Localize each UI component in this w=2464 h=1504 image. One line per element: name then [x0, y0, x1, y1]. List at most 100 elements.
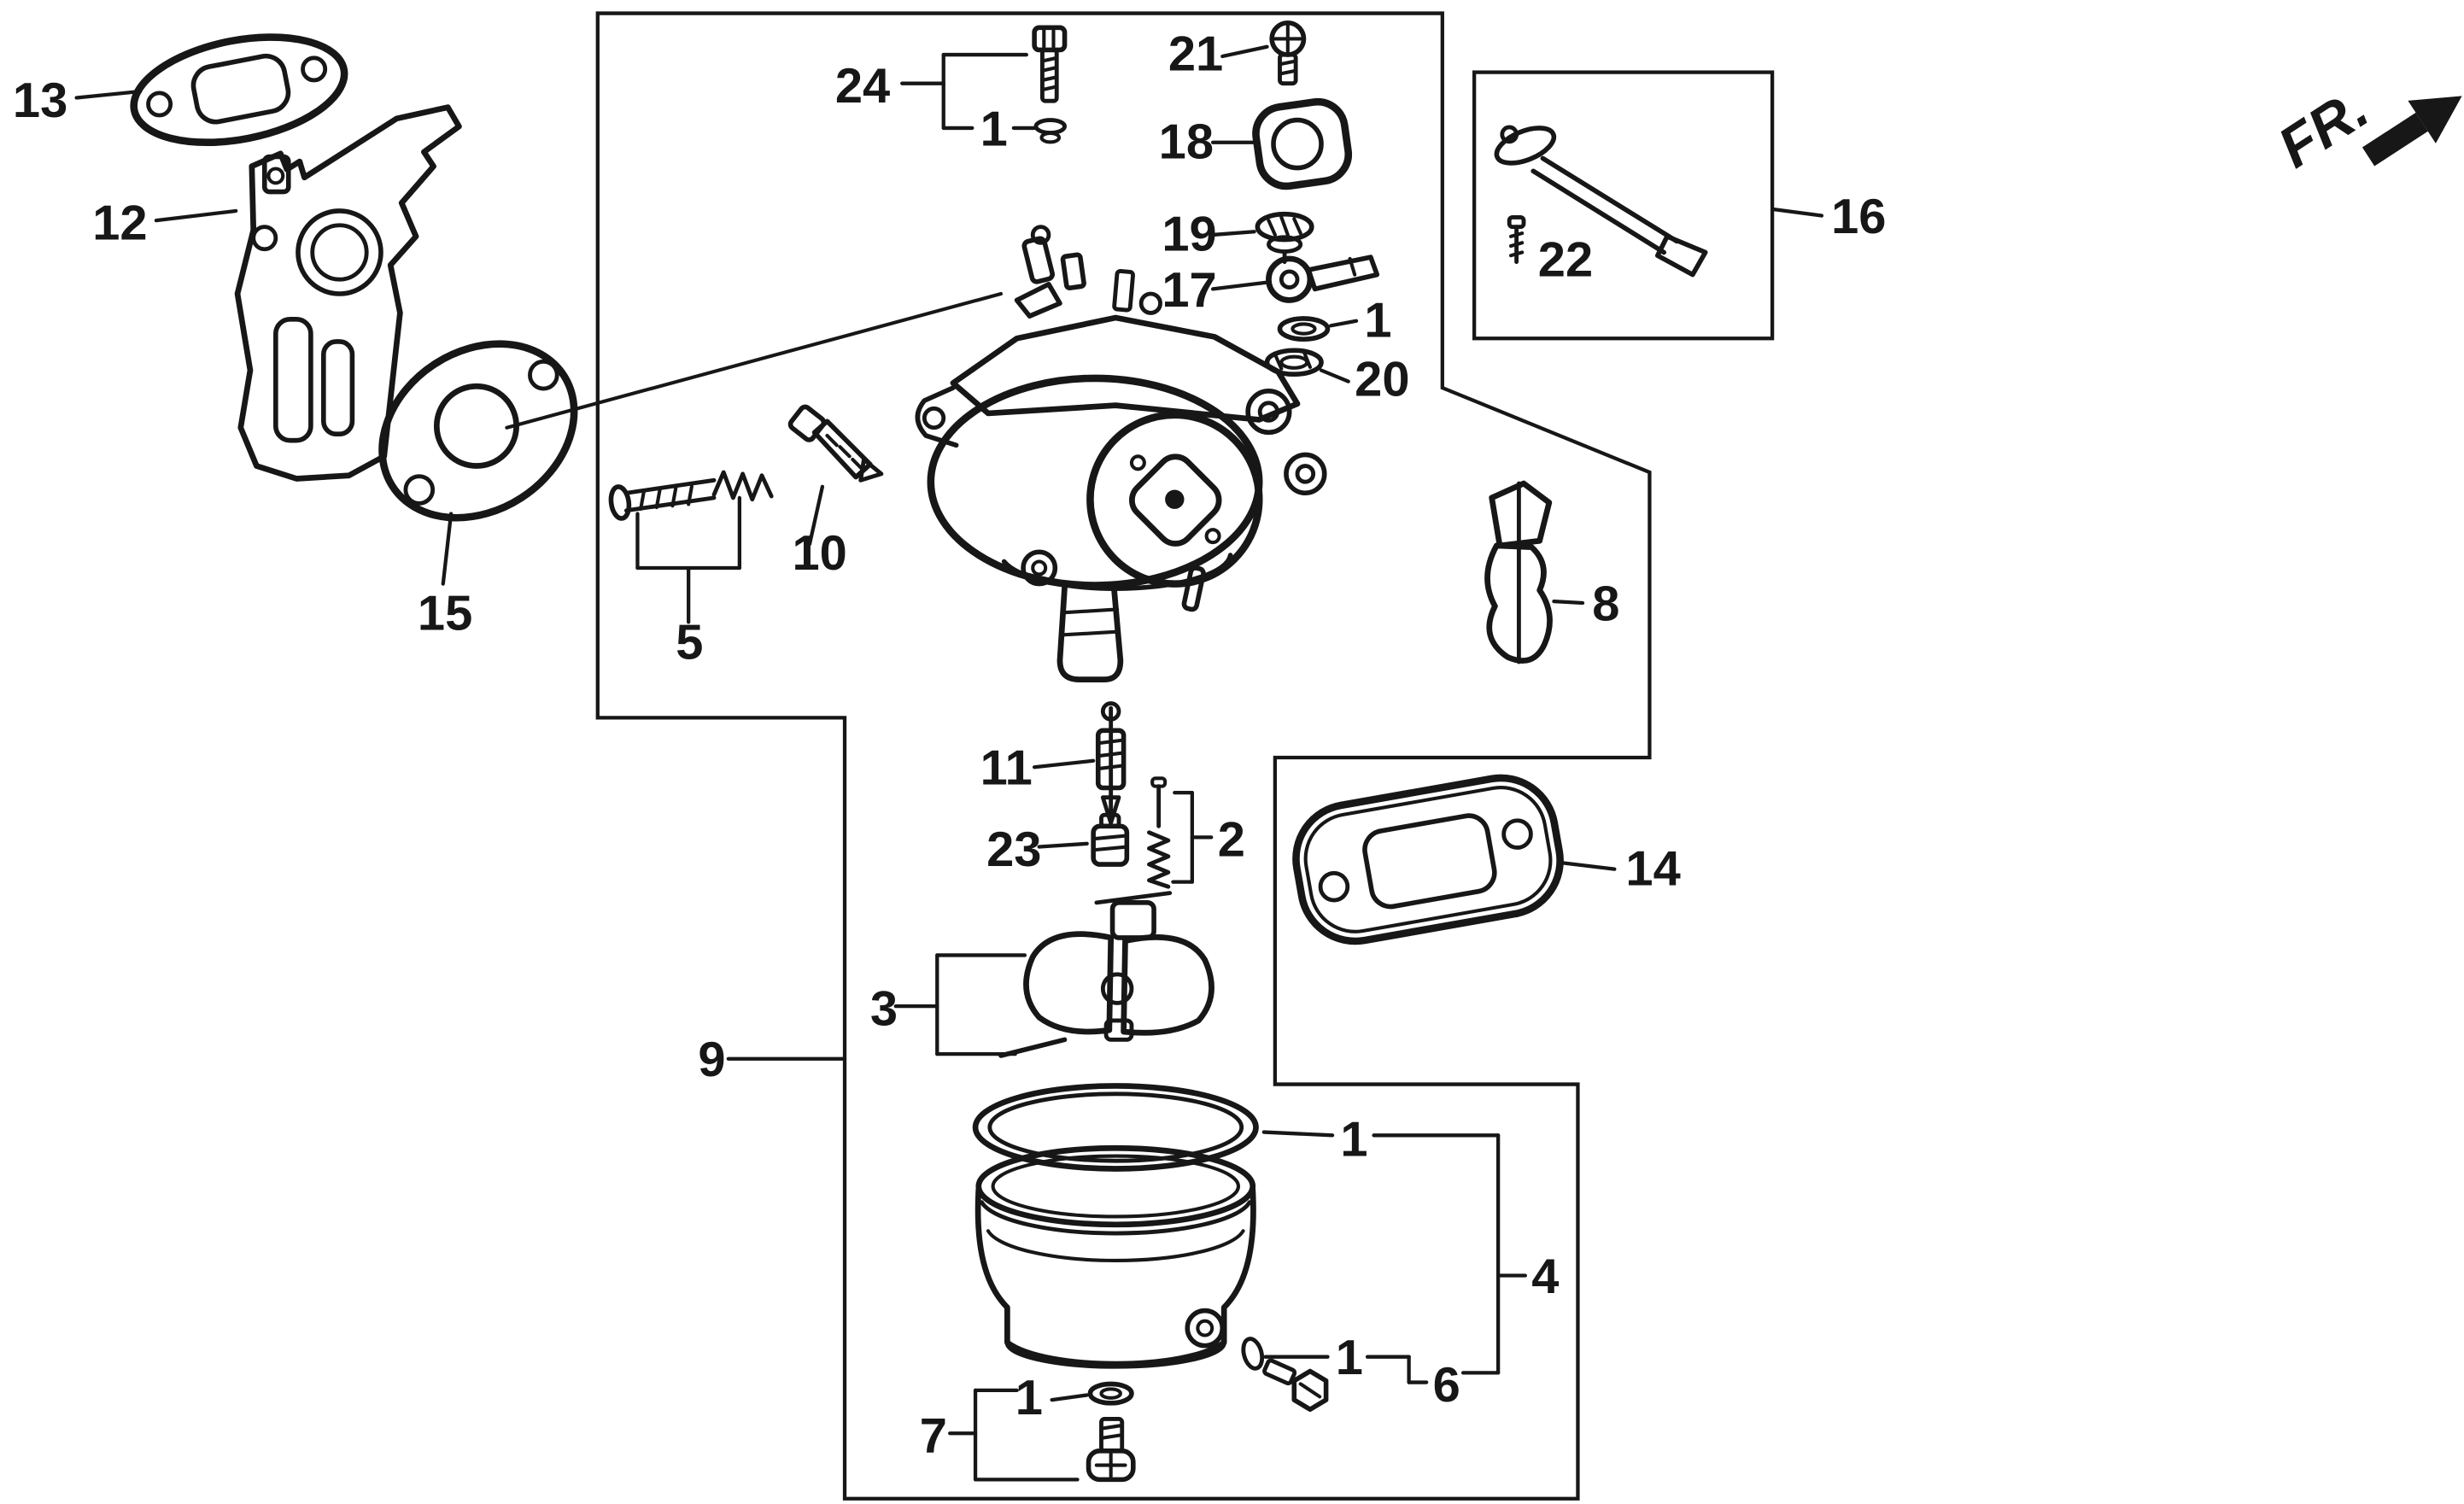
lower-boss-inner [1031, 559, 1048, 576]
stem-top [1100, 701, 1121, 722]
slot [273, 317, 313, 443]
leader-16 [1771, 207, 1824, 218]
spring [711, 470, 774, 502]
lower-boss [1021, 549, 1058, 587]
valve-sleeve [1095, 728, 1127, 791]
sleeve-hatch [1096, 738, 1126, 746]
sleeve-hatch [1096, 751, 1126, 758]
fr-direction-marker: FR. [2268, 76, 2462, 180]
callout-14: 14 [1625, 841, 1680, 896]
lever-hub-hole [1279, 269, 1300, 290]
rim-outer [975, 1144, 1256, 1228]
spigot-hatch [1062, 607, 1120, 615]
thread [1099, 1433, 1124, 1440]
leader-10 [807, 484, 825, 547]
callout-7: 7 [920, 1409, 947, 1464]
plate-18 [1252, 97, 1353, 190]
callout-23: 23 [986, 822, 1041, 877]
arm-notch [1348, 256, 1357, 277]
screw-10 [787, 404, 884, 483]
callout-21: 21 [1168, 27, 1223, 82]
leader-1-gasket [1261, 1130, 1335, 1138]
valve-set-8 [1484, 480, 1553, 664]
jet [1112, 269, 1135, 313]
bracket-4 [1372, 1133, 1528, 1375]
callout-17: 17 [1162, 263, 1216, 318]
washer [1241, 1337, 1265, 1371]
thread [1509, 231, 1525, 238]
spring [1147, 830, 1171, 889]
washer-1-lever [1277, 316, 1331, 342]
thread [1099, 1423, 1124, 1431]
bracket-2 [1171, 790, 1214, 884]
thread [838, 445, 852, 459]
callout-10: 10 [792, 526, 846, 581]
insulator-15 [378, 340, 578, 522]
callout-15: 15 [418, 587, 472, 641]
bolt-hole [301, 56, 328, 83]
leader-11 [1032, 758, 1096, 770]
lever-hub [1266, 255, 1314, 303]
washer-outer [1277, 316, 1331, 342]
leader-17 [1210, 280, 1267, 291]
callout-1-under-24: 1 [980, 102, 1008, 156]
seal-hatch [1267, 219, 1277, 237]
gasket-outline [130, 33, 348, 147]
callout-1-bolt: 1 [1015, 1371, 1043, 1425]
thread [1509, 250, 1525, 258]
callout-20: 20 [1355, 352, 1409, 407]
float-lobe-right [1121, 934, 1214, 1036]
ring-hatch [1273, 352, 1284, 371]
rod-edge [1530, 168, 1667, 255]
jet-head [1138, 291, 1162, 315]
screw-21 [1269, 20, 1307, 86]
venturi-port [1129, 454, 1222, 547]
valve-tip [1100, 795, 1121, 825]
left-hole [922, 406, 946, 430]
callout-4: 4 [1531, 1249, 1559, 1304]
drain-boss-hole [1196, 1319, 1214, 1337]
ring-20 [1264, 348, 1324, 377]
float-chamber-bowl [974, 1144, 1256, 1369]
flange-screw [1204, 528, 1221, 545]
bracket-24 [900, 52, 1037, 131]
lever-17 [1266, 255, 1380, 303]
leader-21 [1220, 44, 1269, 59]
gasket-inner-line [1303, 786, 1553, 933]
bolt-head [1086, 1448, 1136, 1483]
overflow-pin [1181, 565, 1206, 612]
hex-head [1291, 1368, 1329, 1413]
gasket-13 [130, 33, 348, 147]
ear-hole [1284, 452, 1327, 496]
callout-24: 24 [835, 59, 890, 114]
bowl-band [986, 1229, 1245, 1262]
large-hole [296, 208, 383, 296]
callout-19: 19 [1162, 208, 1216, 262]
gasket-outer [972, 1083, 1259, 1172]
float-notch [1100, 972, 1134, 1005]
top-stud [1060, 252, 1086, 290]
washer-small [1039, 131, 1062, 144]
jet-hatch [1092, 845, 1129, 852]
thread [670, 486, 678, 508]
leader-8 [1552, 600, 1585, 606]
callout-1-drain: 1 [1336, 1331, 1363, 1385]
callout-11: 11 [980, 741, 1033, 796]
leader-23 [1037, 841, 1089, 849]
callout-6: 6 [1433, 1358, 1460, 1413]
rod-knob [1500, 125, 1519, 144]
screw-tip [858, 457, 884, 483]
left-protrusion [915, 385, 959, 448]
small-hole [251, 225, 278, 252]
bowl-bottom [1004, 1340, 1226, 1369]
bolt-hole [1318, 870, 1350, 903]
screw-shaft [1278, 52, 1298, 86]
rod-edge [1540, 155, 1679, 244]
jet-23 [1091, 812, 1130, 867]
seal-ring [1255, 211, 1314, 243]
screw-head [608, 484, 632, 521]
spigot [1056, 583, 1124, 682]
top-flange [950, 314, 1301, 423]
washer-outer [1087, 1381, 1134, 1406]
